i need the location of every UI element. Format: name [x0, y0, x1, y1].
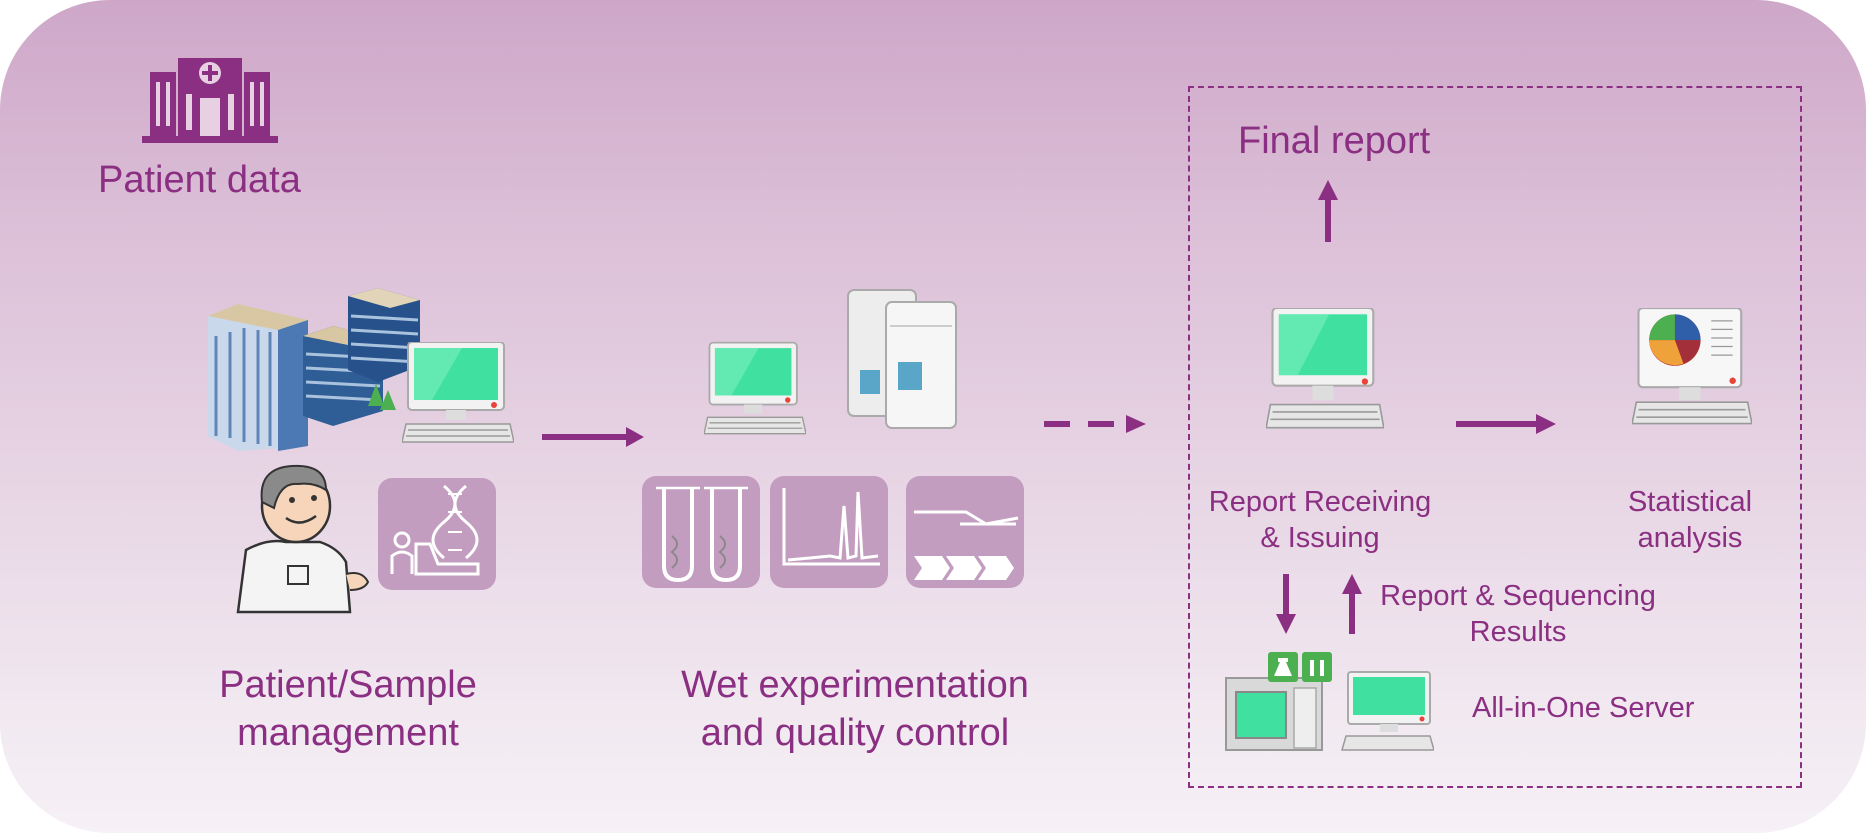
dna-sample-tile	[378, 478, 496, 590]
patient-sample-label: Patient/Sample management	[208, 662, 488, 757]
report-sequencing-label: Report & Sequencing Results	[1368, 578, 1668, 651]
test-tubes-tile	[642, 476, 760, 588]
dna-icon	[390, 484, 480, 576]
chromatogram-icon	[782, 488, 880, 566]
buildings-icon	[208, 288, 420, 451]
wet-experimentation-line1: Wet experimentation	[681, 664, 1029, 706]
server-label: All-in-One Server	[1472, 692, 1695, 724]
report-sequencing-line1: Report & Sequencing	[1380, 580, 1656, 612]
arrow-right-icon	[542, 427, 644, 447]
sequencer-icon	[847, 289, 957, 429]
report-receiving-label: Report Receiving & Issuing	[1200, 484, 1440, 557]
statistical-analysis-line2: analysis	[1637, 522, 1743, 555]
workflow-tile	[906, 476, 1024, 588]
statistical-analysis-label: Statistical analysis	[1590, 484, 1790, 557]
report-receiving-line2: & Issuing	[1260, 522, 1380, 555]
arrow-up-icon	[1318, 180, 1338, 242]
statistical-analysis-line1: Statistical	[1627, 486, 1753, 518]
report-sequencing-line2: Results	[1469, 616, 1567, 649]
workflow-icon	[914, 510, 1019, 580]
final-report-label: Final report	[1238, 120, 1431, 162]
patient-sample-line1: Patient/Sample	[219, 664, 477, 706]
arrow-down-icon	[1276, 574, 1296, 634]
reporting-group-box	[1188, 86, 1802, 788]
server-icon	[1225, 652, 1434, 751]
computer-icon	[402, 342, 514, 443]
statistics-computer-icon	[1632, 308, 1752, 425]
dashed-arrow-right-icon	[1044, 415, 1146, 433]
patient-sample-line2: management	[237, 711, 459, 754]
wet-experimentation-label: Wet experimentation and quality control	[660, 662, 1050, 757]
report-receiving-line1: Report Receiving	[1208, 486, 1432, 518]
arrow-right-icon	[1456, 414, 1556, 434]
test-tube-icon	[656, 486, 748, 583]
chromatogram-tile	[770, 476, 888, 588]
doctor-icon	[236, 464, 370, 614]
patient-data-label: Patient data	[98, 159, 301, 201]
hospital-icon	[142, 58, 278, 143]
arrow-up-icon	[1342, 574, 1362, 634]
wet-experimentation-line2: and quality control	[700, 711, 1010, 754]
report-computer-icon	[1266, 308, 1384, 429]
lab-computer-icon	[704, 341, 806, 435]
